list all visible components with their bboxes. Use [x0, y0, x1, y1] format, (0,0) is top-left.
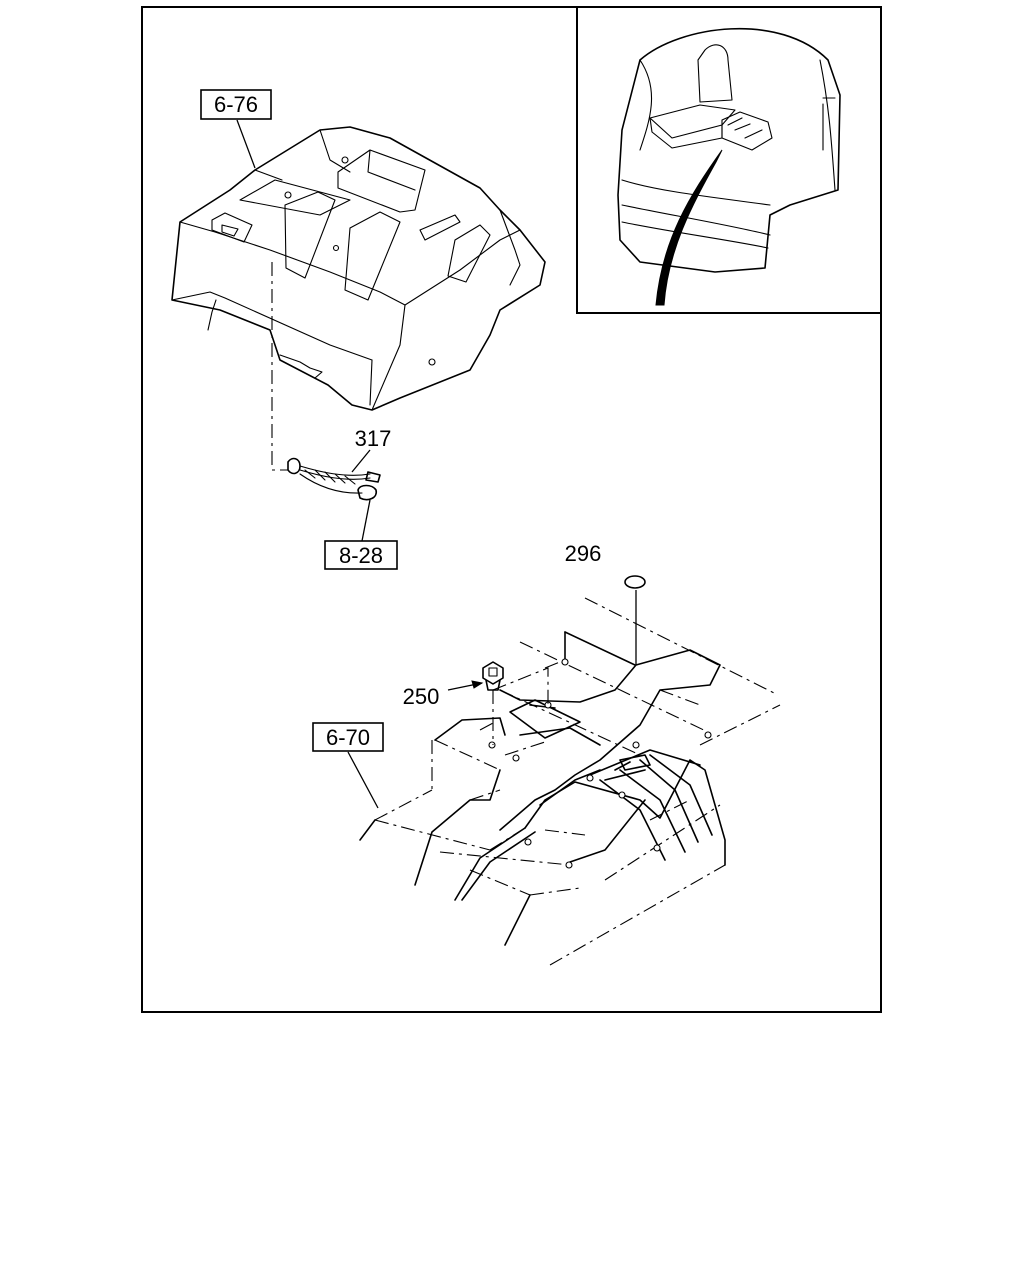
- cab-overview-inset: [617, 27, 841, 306]
- callout-6-76-label: 6-76: [214, 92, 258, 117]
- leader-6-70: [347, 751, 379, 809]
- callout-ref-8-28[interactable]: 8-28: [324, 540, 398, 570]
- callout-8-28-label: 8-28: [339, 543, 383, 568]
- part-296-plug: [624, 575, 646, 665]
- part-317-cable: [287, 457, 381, 501]
- leader-8-28: [361, 499, 371, 542]
- diagram-frame: [141, 6, 882, 1013]
- callout-296-label[interactable]: 296: [565, 541, 602, 566]
- link-cover-to-317: [271, 262, 288, 471]
- callout-317-label[interactable]: 317: [355, 426, 392, 451]
- floor-tunnel-panel: [359, 597, 781, 966]
- pointer-stroke: [655, 149, 723, 306]
- leader-6-76: [236, 119, 256, 169]
- callout-6-70-label: 6-70: [326, 725, 370, 750]
- leader-317: [351, 449, 371, 473]
- part-250-clip: [482, 661, 549, 745]
- callout-ref-6-76[interactable]: 6-76: [200, 89, 272, 120]
- center-cover-assembly: [171, 126, 546, 411]
- arrowhead-250: [471, 680, 484, 689]
- callout-ref-6-70[interactable]: 6-70: [312, 722, 384, 752]
- inset-frame: [577, 6, 882, 313]
- callout-250-label[interactable]: 250: [403, 684, 440, 709]
